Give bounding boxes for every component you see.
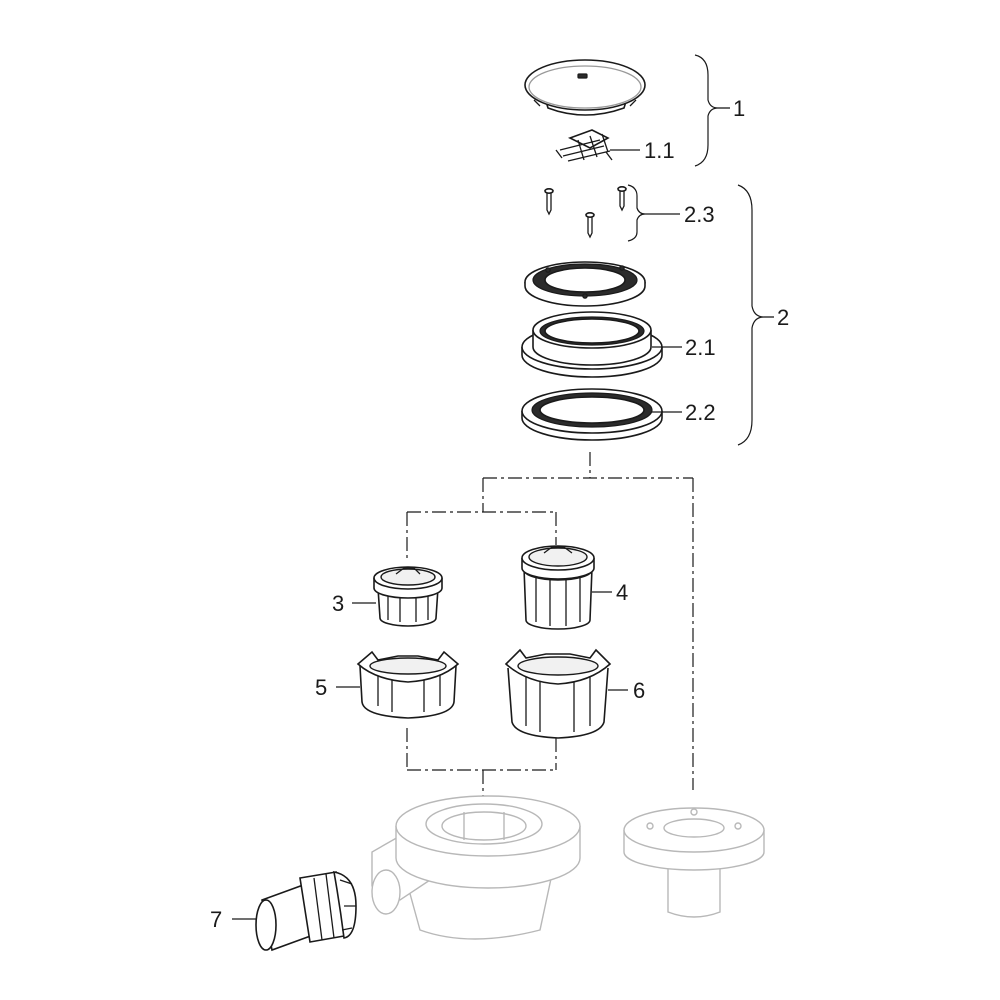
label-5: 5: [315, 675, 327, 700]
label-3: 3: [332, 591, 344, 616]
drain-body-vertical-outlet: [623, 807, 765, 918]
part-2-clamping-plate: [524, 261, 646, 307]
label-4: 4: [616, 580, 628, 605]
part-1-1-clip: [555, 129, 613, 162]
part-3-small-insert: [373, 566, 443, 627]
screw: [617, 186, 627, 212]
screw: [544, 188, 554, 216]
brace-1: [694, 54, 719, 167]
part-5-short-dip-tube: [356, 650, 460, 719]
part-2-3-screws: [544, 186, 627, 239]
screw: [585, 212, 595, 239]
part-7-outlet-adapter: [255, 871, 357, 952]
label-2-2: 2.2: [685, 400, 716, 425]
brace-2: [737, 184, 765, 446]
part-2-1-flange-ring: [521, 311, 663, 378]
part-labels: 1 1.1 2.3 2 2.1 2.2 3 4 5 6 7: [210, 96, 789, 932]
label-6: 6: [633, 678, 645, 703]
part-4-tall-insert: [521, 545, 595, 630]
label-2-3: 2.3: [684, 202, 715, 227]
drain-body-horizontal-outlet: [371, 795, 581, 940]
label-2: 2: [777, 305, 789, 330]
label-2-1: 2.1: [685, 335, 716, 360]
part-2-2-seal-ring: [521, 388, 663, 441]
assembly-option-lines: [406, 452, 694, 800]
label-1-1: 1.1: [644, 138, 675, 163]
brace-2-3: [627, 184, 646, 242]
label-1: 1: [733, 96, 745, 121]
part-1-cover-cap: [524, 59, 646, 116]
leader-lines: [232, 107, 774, 920]
part-6-tall-dip-tube: [504, 648, 612, 739]
label-7: 7: [210, 907, 222, 932]
